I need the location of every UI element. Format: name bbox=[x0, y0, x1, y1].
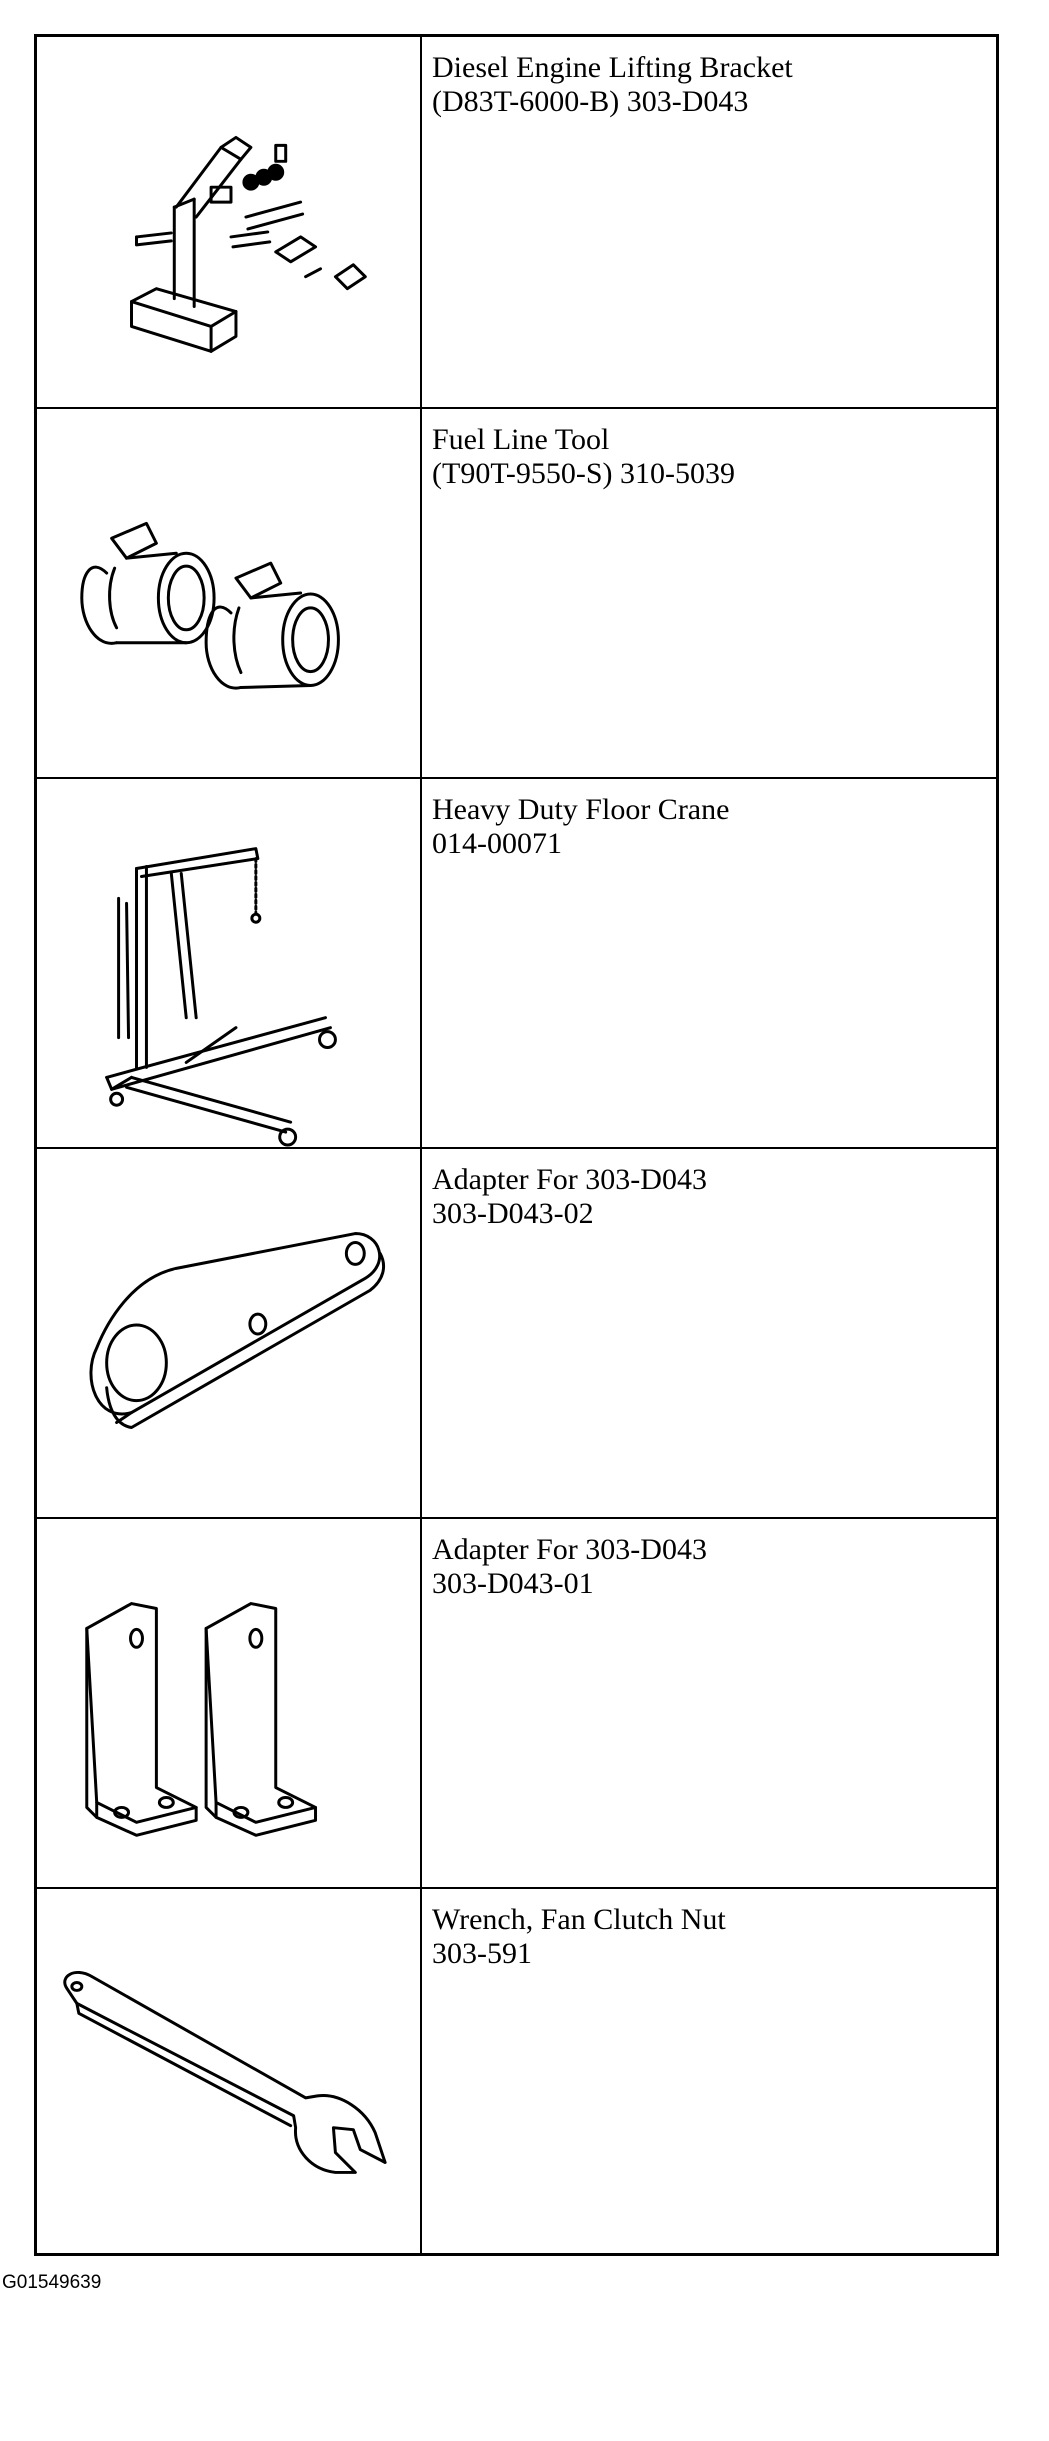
tool-name: Adapter For 303-D043 bbox=[432, 1533, 707, 1566]
tool-row: Wrench, Fan Clutch Nut 303-591 bbox=[37, 1887, 996, 2253]
tool-name: Fuel Line Tool bbox=[432, 423, 610, 456]
fuel-line-tool-icon bbox=[80, 521, 340, 690]
fan-clutch-wrench-icon bbox=[63, 1971, 387, 2174]
tool-row: Fuel Line Tool (T90T-9550-S) 310-5039 bbox=[37, 407, 996, 777]
tool-row: Diesel Engine Lifting Bracket (D83T-6000… bbox=[37, 37, 996, 407]
tool-name: Diesel Engine Lifting Bracket bbox=[432, 51, 793, 84]
adapter-brackets-icon bbox=[85, 1602, 318, 1837]
tool-number: 303-D043-01 bbox=[432, 1567, 594, 1600]
floor-crane-icon bbox=[105, 847, 337, 1147]
tool-name: Heavy Duty Floor Crane bbox=[432, 793, 730, 826]
tool-number: 014-00071 bbox=[432, 827, 562, 860]
tool-number: (T90T-9550-S) 310-5039 bbox=[432, 457, 736, 490]
tool-row: Adapter For 303-D043 303-D043-02 bbox=[37, 1147, 996, 1517]
figure-code: G01549639 bbox=[2, 2272, 102, 2293]
tool-number: 303-591 bbox=[432, 1937, 532, 1970]
special-tools-table: Diesel Engine Lifting Bracket (D83T-6000… bbox=[34, 34, 999, 2256]
tool-number: 303-D043-02 bbox=[432, 1197, 594, 1230]
tool-name: Wrench, Fan Clutch Nut bbox=[432, 1903, 726, 1936]
tool-row: Heavy Duty Floor Crane 014-00071 bbox=[37, 777, 996, 1147]
tool-name: Adapter For 303-D043 bbox=[432, 1163, 707, 1196]
adapter-plate-icon bbox=[89, 1232, 385, 1429]
tool-row: Adapter For 303-D043 303-D043-01 bbox=[37, 1517, 996, 1887]
tool-number: (D83T-6000-B) 303-D043 bbox=[432, 85, 749, 118]
lifting-bracket-icon bbox=[130, 135, 367, 353]
